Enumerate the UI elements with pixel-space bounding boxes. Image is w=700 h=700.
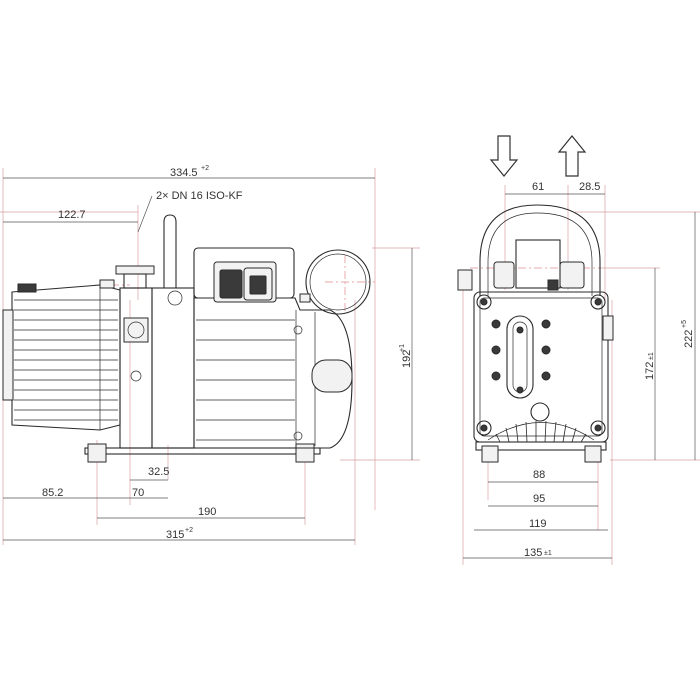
arrow-down-icon [489, 135, 519, 177]
dim-height-front: 192 [401, 350, 413, 368]
dim-foot-span: 190 [198, 506, 216, 518]
pump-front-view [2, 214, 371, 463]
base-plate [84, 447, 321, 455]
dim-port-offset: 122.7 [58, 209, 86, 221]
dim-height-total: 222 [683, 330, 695, 348]
flow-arrows [489, 135, 587, 177]
gas-ballast [299, 249, 371, 315]
dim-base-length: 315 [166, 529, 184, 541]
dim-foot-offset-a: 32.5 [148, 466, 169, 478]
dim-width-total: 135 [524, 547, 542, 559]
dim-width-total-tol: ±1 [544, 550, 552, 557]
dim-height-side-tol: ±1 [648, 352, 655, 360]
dim-foot-offset-b: 70 [132, 487, 144, 499]
dim-height-total-tol: +5 [681, 320, 688, 328]
pump-cylinder [2, 283, 121, 431]
dim-width-a: 88 [533, 469, 545, 481]
dim-overall-length: 334.5 [170, 167, 198, 179]
foot-right [295, 443, 315, 463]
dim-base-length-tol: +2 [185, 527, 193, 534]
side-dimensions: 61 28.5 222 +5 172 ±1 88 95 119 135 ±1 [463, 181, 696, 559]
dim-height-front-tol: +1 [399, 344, 406, 352]
dim-port-spacing-b: 28.5 [579, 181, 600, 193]
arrow-up-icon [557, 135, 587, 177]
port-note: 2× DN 16 ISO-KF [156, 190, 243, 202]
coupling-housing [119, 287, 195, 449]
terminal-box [193, 247, 295, 303]
foot-left [87, 443, 107, 463]
power-switch [219, 269, 243, 299]
front-dimensions: 334.5 +2 2× DN 16 ISO-KF 122.7 192 +1 32… [3, 165, 413, 541]
inlet-ports [99, 265, 155, 289]
dim-foot-offset-c: 85.2 [42, 487, 63, 499]
port-flange-left [493, 261, 515, 289]
dim-port-spacing-a: 61 [532, 181, 544, 193]
port-flange-right [559, 261, 585, 289]
side-foot-right [584, 445, 602, 463]
motor [193, 297, 353, 449]
side-foot-left [481, 445, 499, 463]
dim-width-b: 95 [533, 493, 545, 505]
pump-side-view [457, 204, 614, 463]
dim-height-side: 172 [644, 362, 656, 380]
dim-overall-length-tol: +2 [201, 165, 209, 172]
dim-width-c: 119 [529, 518, 547, 530]
